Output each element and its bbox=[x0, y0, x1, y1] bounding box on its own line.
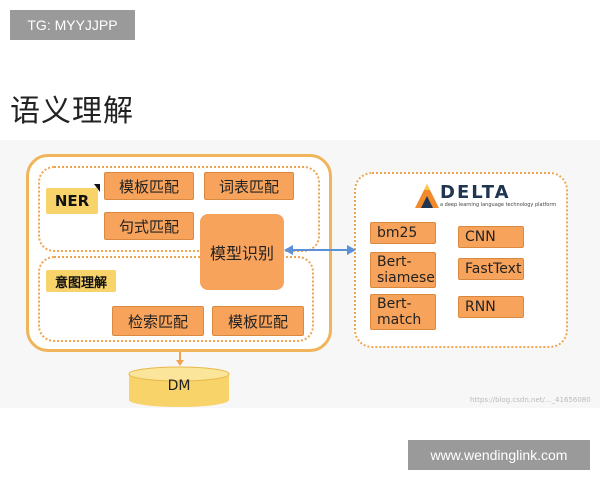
delta-logo-subtitle: a deep learning language technology plat… bbox=[440, 202, 557, 208]
watermark-bottom: www.wendinglink.com bbox=[408, 440, 590, 470]
retrieval-match-box: 检索匹配 bbox=[112, 306, 204, 336]
model-box-bert-match-label: Bert-match bbox=[377, 296, 422, 328]
model-box-fasttext: FastText bbox=[458, 258, 524, 280]
database-icon bbox=[128, 366, 230, 407]
model-box-rnn: RNN bbox=[458, 296, 524, 318]
arrow-right-head bbox=[347, 245, 356, 255]
ner-group bbox=[38, 166, 320, 252]
arrow-left-head bbox=[284, 245, 293, 255]
model-box-bert-siamese: Bert-siamese bbox=[370, 252, 436, 288]
template-match-box-2: 模板匹配 bbox=[212, 306, 304, 336]
lexicon-match-box: 词表匹配 bbox=[204, 172, 294, 200]
model-box-bert-siamese-label: Bert-siamese bbox=[377, 254, 435, 286]
model-recognition-box: 模型识别 bbox=[200, 214, 284, 290]
delta-logo-icon bbox=[415, 184, 439, 208]
db-connector-head bbox=[176, 360, 184, 366]
page-title: 语义理解 bbox=[10, 94, 134, 129]
intent-label: 意图理解 bbox=[46, 270, 116, 292]
ner-label: NER bbox=[46, 188, 98, 214]
faint-watermark: https://blog.csdn.net/..._41656080 bbox=[470, 396, 591, 404]
watermark-top: TG: MYYJJPP bbox=[10, 10, 135, 40]
model-box-cnn: CNN bbox=[458, 226, 524, 248]
model-box-bm25: bm25 bbox=[370, 222, 436, 244]
intent-group bbox=[38, 256, 314, 342]
sentence-match-box: 句式匹配 bbox=[104, 212, 194, 240]
database-label: DM bbox=[167, 378, 191, 394]
delta-logo-text: DELTA bbox=[440, 182, 511, 203]
template-match-box-1: 模板匹配 bbox=[104, 172, 194, 200]
model-box-bert-match: Bert-match bbox=[370, 294, 436, 330]
